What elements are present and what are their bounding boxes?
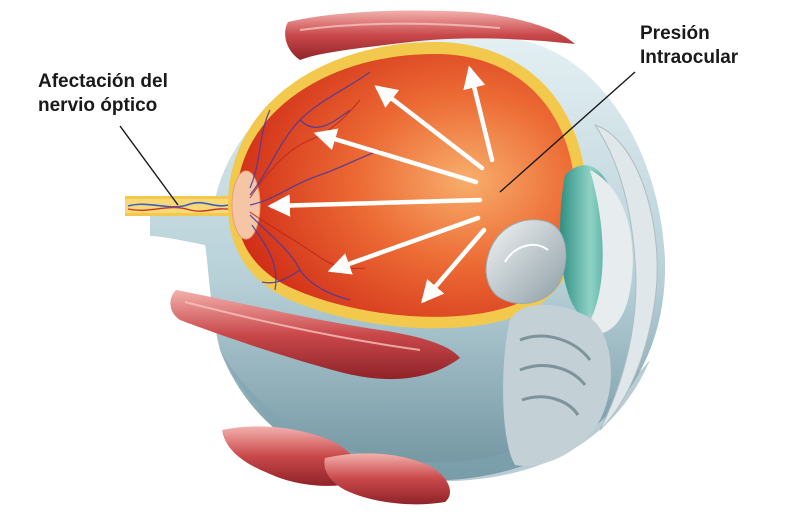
optic-nerve-label: Afectación del nervio óptico <box>38 70 168 118</box>
lateral-muscle <box>170 290 460 380</box>
intraocular-pressure-label: Presión Intraocular <box>640 22 738 70</box>
pressure-label-line-1: Presión <box>640 23 710 44</box>
optic-nerve-label-line-1: Afectación del <box>38 71 168 92</box>
pressure-label-line-2: Intraocular <box>640 47 739 68</box>
optic-nerve <box>125 196 236 216</box>
superior-muscle <box>285 10 575 60</box>
anterior-segment <box>485 124 658 466</box>
pressure-leader-line <box>499 71 636 193</box>
leader-lines <box>119 71 636 206</box>
arrow-3 <box>374 85 485 171</box>
arrow-1 <box>267 194 483 217</box>
optic-nerve-label-line-2: nervio óptico <box>38 95 158 116</box>
extraocular-muscles <box>170 10 575 505</box>
arrow-4 <box>463 65 495 163</box>
arrow-5 <box>327 215 481 275</box>
arrow-6 <box>421 227 487 304</box>
lens <box>485 219 567 305</box>
iris <box>503 304 611 466</box>
inferior-oblique-muscle <box>324 453 450 505</box>
arrow-2 <box>313 128 479 185</box>
optic-disc <box>231 170 261 240</box>
cornea <box>593 124 658 431</box>
optic-nerve-leader-line <box>119 125 179 206</box>
pressure-arrows <box>267 65 495 304</box>
